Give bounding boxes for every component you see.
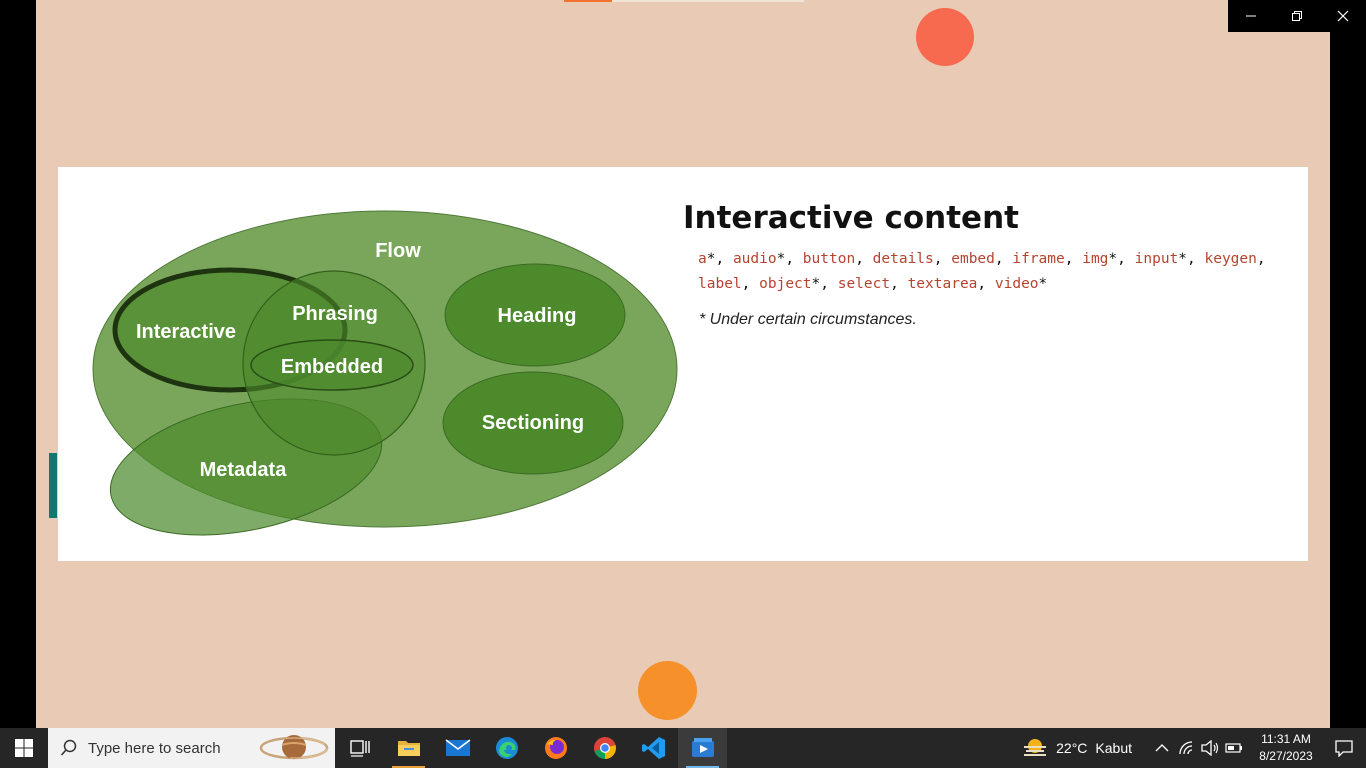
element-keyword: iframe: [1012, 251, 1065, 267]
footnote: * Under certain circumstances.: [699, 311, 917, 328]
element-keyword: keygen: [1204, 251, 1257, 267]
element-keyword: a: [698, 251, 707, 267]
weather-temperature: 22°C: [1056, 740, 1088, 756]
video-player-button[interactable]: [678, 728, 727, 768]
folder-icon: [397, 741, 420, 756]
notification-center-button[interactable]: [1322, 728, 1366, 768]
file-explorer-button[interactable]: [384, 728, 433, 768]
progress-bar[interactable]: [564, 0, 804, 2]
video-player-icon: [691, 738, 714, 757]
firefox-button[interactable]: [531, 728, 580, 768]
windows-logo-icon: [15, 739, 33, 757]
element-keyword: label: [698, 276, 742, 292]
sectioning-label: Sectioning: [482, 412, 584, 434]
element-keyword: video: [994, 276, 1039, 292]
embedded-label: Embedded: [281, 356, 383, 378]
search-placeholder: Type here to search: [88, 739, 221, 757]
firefox-icon: [544, 737, 567, 759]
restore-icon: [1292, 11, 1302, 21]
chrome-icon: [593, 737, 616, 759]
clock-time: 11:31 AM: [1261, 732, 1311, 746]
close-button[interactable]: [1320, 0, 1366, 32]
teal-side-marker: [49, 453, 57, 518]
slide: Flow Interactive Phrasing Embedded Headi…: [58, 167, 1308, 561]
minimize-icon: [1246, 15, 1256, 17]
notification-icon: [1335, 740, 1353, 757]
hazy-weather-icon: [1024, 739, 1047, 756]
chrome-button[interactable]: [580, 728, 629, 768]
edge-button[interactable]: [482, 728, 531, 768]
battery-button[interactable]: [1222, 728, 1246, 768]
metadata-label: Metadata: [200, 459, 288, 481]
element-keyword: audio: [732, 251, 777, 267]
system-tray: 22°C Kabut 11:31 AM: [1022, 728, 1366, 768]
slide-title: Interactive content: [683, 200, 1019, 236]
phrasing-label: Phrasing: [292, 303, 378, 325]
saturn-search-highlight-icon: [259, 735, 329, 760]
task-view-icon: [349, 740, 370, 757]
element-keyword: details: [872, 251, 934, 267]
element-keyword: img: [1082, 251, 1109, 267]
search-icon: [60, 739, 77, 756]
weather-widget[interactable]: 22°C Kabut: [1022, 737, 1132, 759]
edge-browser-icon: [495, 737, 518, 759]
network-button[interactable]: [1174, 728, 1198, 768]
chevron-up-icon: [1155, 744, 1169, 752]
window-controls: [1228, 0, 1366, 32]
element-keyword: object: [759, 276, 812, 292]
battery-icon: [1225, 743, 1242, 753]
embedded-ellipse: [250, 339, 414, 391]
element-keyword: textarea: [907, 276, 978, 292]
task-view-button[interactable]: [335, 728, 384, 768]
taskbar-search-box[interactable]: Type here to search: [48, 728, 335, 768]
close-icon: [1337, 10, 1349, 22]
red-dot-decoration: [916, 8, 974, 66]
flow-label: Flow: [375, 240, 421, 262]
speaker-icon: [1201, 740, 1219, 756]
heading-label: Heading: [498, 305, 577, 327]
mail-button[interactable]: [433, 728, 482, 768]
sectioning-ellipse: [442, 371, 624, 475]
start-button[interactable]: [0, 728, 48, 768]
element-keyword: input: [1134, 251, 1179, 267]
heading-ellipse: [444, 263, 626, 367]
interactive-elements-list: a*, audio*, button, details, embed, ifra…: [698, 251, 1266, 292]
orange-dot-decoration: [638, 661, 697, 720]
weather-description: Kabut: [1095, 740, 1132, 756]
element-keyword: select: [837, 276, 891, 292]
volume-button[interactable]: [1198, 728, 1222, 768]
clock-date: 8/27/2023: [1259, 749, 1313, 763]
presentation-stage: Flow Interactive Phrasing Embedded Headi…: [36, 0, 1330, 728]
interactive-label: Interactive: [136, 321, 236, 343]
taskbar: Type here to search: [0, 728, 1366, 768]
wifi-icon: [1179, 741, 1193, 755]
taskbar-clock[interactable]: 11:31 AM 8/27/2023: [1250, 731, 1322, 765]
restore-button[interactable]: [1274, 0, 1320, 32]
vscode-button[interactable]: [629, 728, 678, 768]
mail-icon: [445, 739, 470, 756]
content-category-venn-diagram: Flow Interactive Phrasing Embedded Headi…: [92, 210, 678, 536]
show-hidden-icons-button[interactable]: [1150, 728, 1174, 768]
progress-fill: [564, 0, 612, 2]
element-keyword: embed: [951, 251, 995, 267]
element-keyword: button: [802, 251, 856, 267]
minimize-button[interactable]: [1228, 0, 1274, 32]
vscode-icon: [641, 737, 665, 759]
